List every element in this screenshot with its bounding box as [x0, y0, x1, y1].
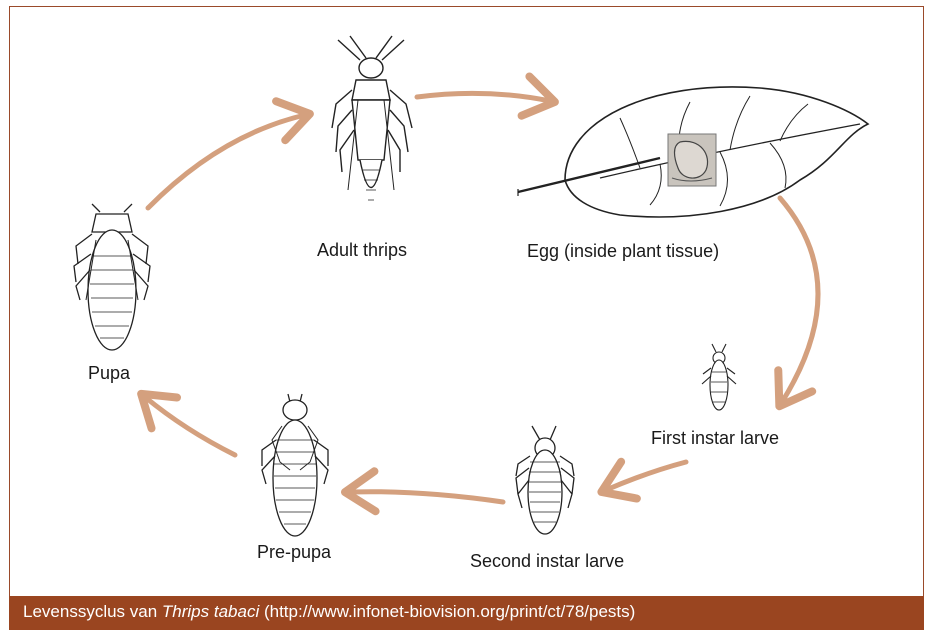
caption-species: Thrips tabaci — [162, 602, 259, 621]
adult-thrips-illustration — [332, 36, 412, 200]
second-instar-larva-illustration — [516, 426, 574, 534]
arrow-pupa-to-adult — [148, 115, 305, 208]
arrow-adult-to-egg — [417, 93, 550, 101]
arrow-egg-to-first-instar — [780, 198, 818, 402]
label-adult-thrips: Adult thrips — [317, 240, 407, 261]
arrow-first-to-second-instar — [606, 462, 686, 490]
first-instar-larva-illustration — [702, 344, 736, 410]
figure-caption: Levenssyclus van Thrips tabaci (http://w… — [9, 596, 924, 630]
label-second-instar: Second instar larve — [470, 551, 624, 572]
label-pupa: Pupa — [88, 363, 130, 384]
caption-prefix: Levenssyclus van — [23, 602, 162, 621]
pupa-illustration — [74, 204, 150, 350]
label-egg: Egg (inside plant tissue) — [527, 241, 719, 262]
prepupa-illustration — [262, 394, 328, 536]
egg-in-tissue-illustration — [668, 134, 716, 186]
label-first-instar: First instar larve — [651, 428, 779, 449]
caption-suffix: (http://www.infonet-biovision.org/print/… — [259, 602, 635, 621]
label-prepupa: Pre-pupa — [257, 542, 331, 563]
arrow-second-instar-to-prepupa — [350, 492, 503, 502]
arrow-prepupa-to-pupa — [145, 397, 235, 455]
